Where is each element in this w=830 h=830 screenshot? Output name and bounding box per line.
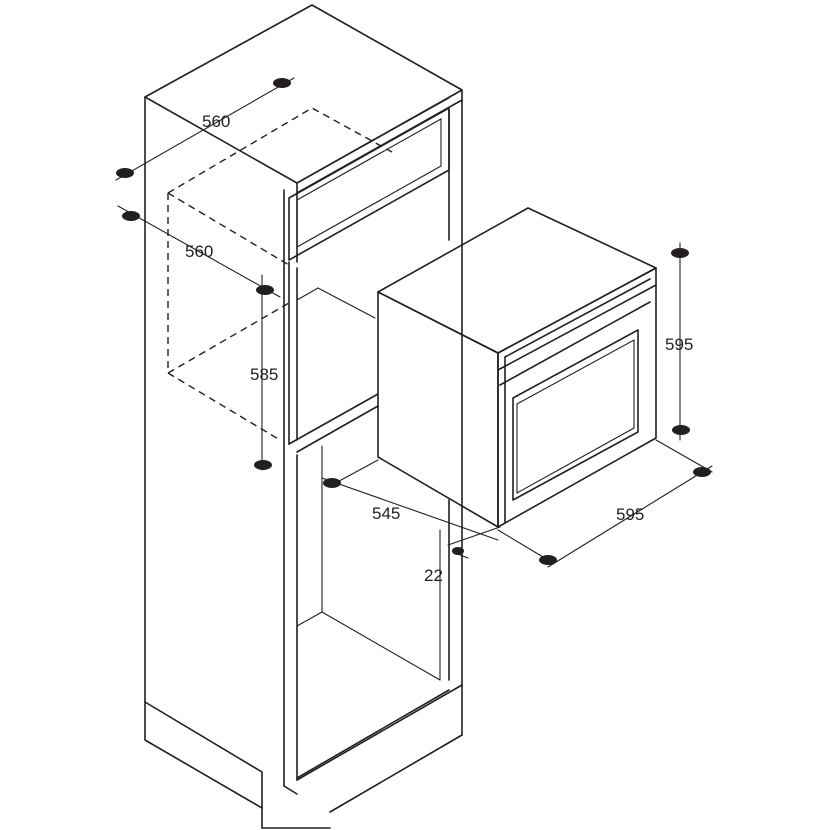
marker-dot (672, 425, 690, 435)
marker-dot (122, 211, 140, 221)
tall-cabinet (144, 4, 463, 829)
marker-dot (273, 78, 291, 88)
marker-dot (254, 460, 272, 470)
front-offset-label: 22 (424, 566, 443, 585)
oven-height-label: 595 (665, 335, 693, 354)
marker-dot (116, 168, 134, 178)
oven-unit (377, 207, 657, 528)
dimension-labels: 560 560 585 595 595 545 22 (185, 112, 693, 585)
marker-dot (323, 478, 341, 488)
niche-height-label: 585 (250, 365, 278, 384)
marker-dot (693, 467, 711, 477)
dimension-lines (115, 77, 713, 568)
oven-depth-label: 545 (372, 504, 400, 523)
cabinet-top (144, 4, 463, 184)
marker-dot (539, 555, 557, 565)
oven-width-label: 595 (616, 505, 644, 524)
upper-panel (288, 107, 450, 261)
dimension-markers (116, 78, 711, 565)
oven-side (377, 291, 499, 528)
oven-window (512, 329, 639, 501)
marker-dot (256, 285, 274, 295)
cabinet-width-label: 560 (202, 112, 230, 131)
marker-dot (671, 248, 689, 258)
marker-dot (452, 547, 464, 555)
cabinet-depth-label: 560 (185, 242, 213, 261)
oven-top (377, 207, 657, 354)
oven-front (497, 267, 657, 528)
